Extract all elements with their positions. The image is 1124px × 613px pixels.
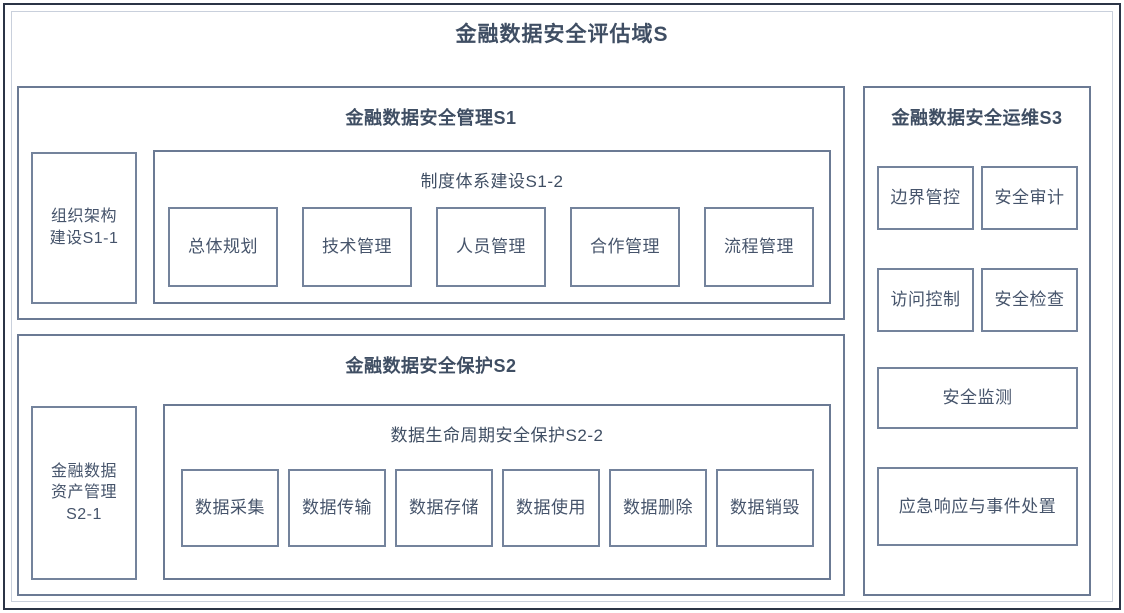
leaf-s3-5[interactable]: 安全监测 xyxy=(877,367,1078,429)
group-s3-title: 金融数据安全运维S3 xyxy=(891,108,1063,128)
page-title: 金融数据安全评估域S xyxy=(455,23,669,46)
leaf-s3-1[interactable]: 边界管控 xyxy=(877,166,974,230)
leaf-s3-4[interactable]: 安全检查 xyxy=(981,268,1078,332)
subgroup-s1-2-title: 制度体系建设S1-2 xyxy=(420,172,564,191)
block-s2-1[interactable]: 金融数据 资产管理 S2-1 xyxy=(31,406,137,580)
leaf-s1-2-4[interactable]: 合作管理 xyxy=(570,207,680,287)
leaf-s1-2-2[interactable]: 技术管理 xyxy=(302,207,412,287)
leaf-s1-2-5[interactable]: 流程管理 xyxy=(704,207,814,287)
leaf-s1-2-1[interactable]: 总体规划 xyxy=(168,207,278,287)
leaf-s2-2-6[interactable]: 数据销毁 xyxy=(716,469,814,547)
leaf-s2-2-3[interactable]: 数据存储 xyxy=(395,469,493,547)
leaf-s2-2-2[interactable]: 数据传输 xyxy=(288,469,386,547)
leaf-s3-2[interactable]: 安全审计 xyxy=(981,166,1078,230)
leaf-s1-2-3[interactable]: 人员管理 xyxy=(436,207,546,287)
subgroup-s2-2-title: 数据生命周期安全保护S2-2 xyxy=(390,426,604,445)
leaf-s2-2-5[interactable]: 数据删除 xyxy=(609,469,707,547)
block-s1-1[interactable]: 组织架构 建设S1-1 xyxy=(31,152,137,304)
leaf-s2-2-4[interactable]: 数据使用 xyxy=(502,469,600,547)
leaf-s2-2-1[interactable]: 数据采集 xyxy=(181,469,279,547)
leaf-s3-6[interactable]: 应急响应与事件处置 xyxy=(877,467,1078,546)
group-s1-title: 金融数据安全管理S1 xyxy=(345,108,517,128)
group-s2-title: 金融数据安全保护S2 xyxy=(345,356,517,376)
leaf-s3-3[interactable]: 访问控制 xyxy=(877,268,974,332)
